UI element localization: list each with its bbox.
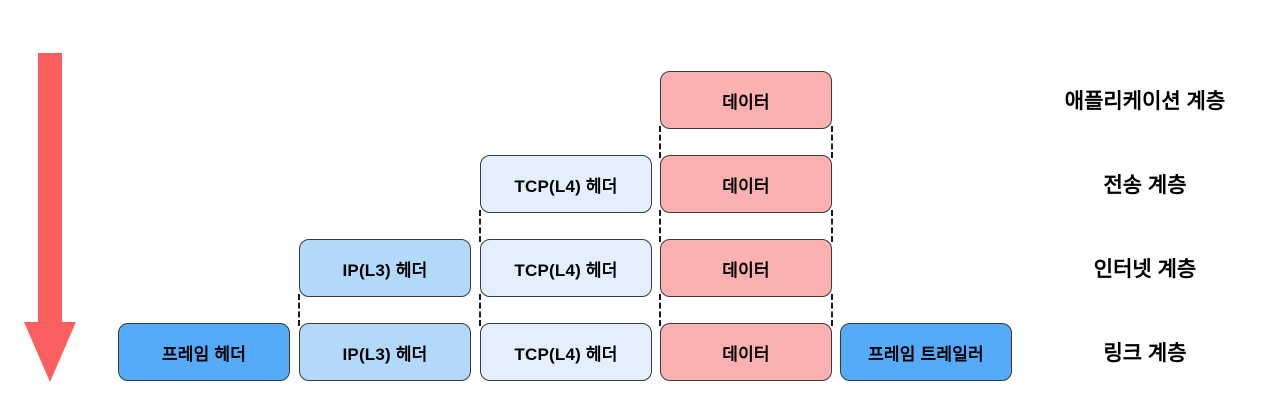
- box-ip-header-internet: IP(L3) 헤더: [299, 239, 471, 297]
- dashed-connector: [479, 294, 481, 326]
- layer-label-application: 애플리케이션 계층: [1064, 90, 1226, 113]
- layer-label-internet: 인터넷 계층: [1093, 258, 1197, 281]
- dashed-connector: [831, 126, 833, 158]
- box-data-transport: 데이터: [660, 155, 832, 213]
- dashed-connector: [659, 294, 661, 326]
- dashed-connector: [479, 210, 481, 242]
- box-ip-header-link: IP(L3) 헤더: [299, 323, 471, 381]
- box-tcp-header-transport: TCP(L4) 헤더: [480, 155, 652, 213]
- dashed-connector: [298, 294, 300, 326]
- box-data-link: 데이터: [660, 323, 832, 381]
- layer-label-link: 링크 계층: [1103, 342, 1187, 365]
- dashed-connector: [831, 210, 833, 242]
- down-arrow-icon: [24, 322, 76, 382]
- box-data-application: 데이터: [660, 71, 832, 129]
- down-arrow-shaft: [38, 53, 62, 324]
- box-data-internet: 데이터: [660, 239, 832, 297]
- layer-label-transport: 전송 계층: [1103, 174, 1187, 197]
- dashed-connector: [831, 294, 833, 326]
- dashed-connector: [659, 210, 661, 242]
- box-frame-header-link: 프레임 헤더: [118, 323, 290, 381]
- box-tcp-header-internet: TCP(L4) 헤더: [480, 239, 652, 297]
- dashed-connector: [659, 126, 661, 158]
- box-tcp-header-link: TCP(L4) 헤더: [480, 323, 652, 381]
- box-frame-trailer-link: 프레임 트레일러: [840, 323, 1012, 381]
